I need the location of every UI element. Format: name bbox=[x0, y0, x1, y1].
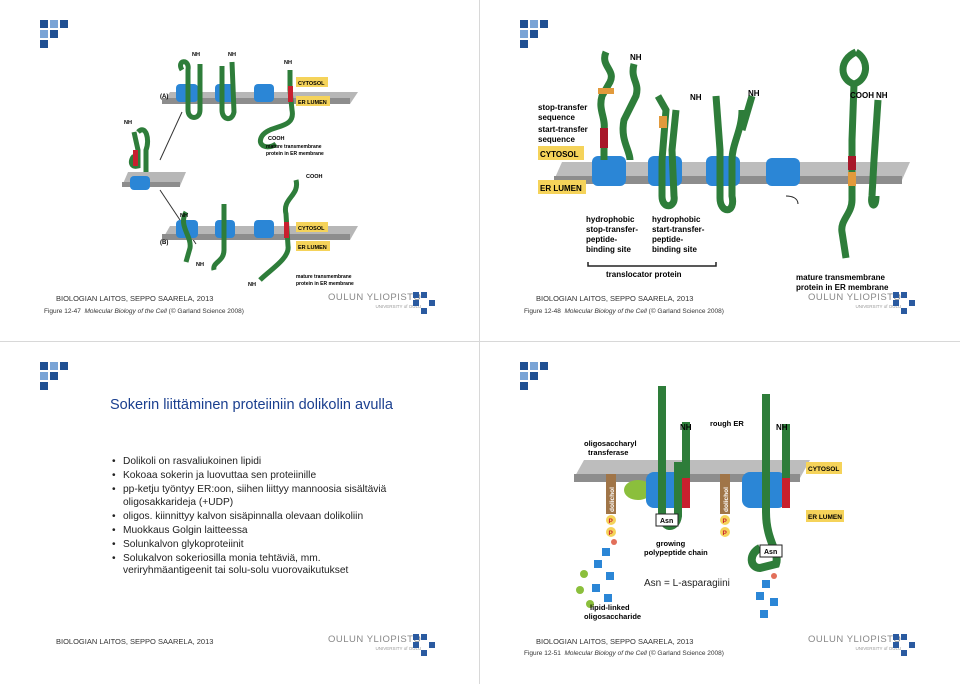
figure-caption: Figure 12-48 Molecular Biology of the Ce… bbox=[524, 308, 724, 315]
university-emblem bbox=[413, 292, 435, 314]
hydrophobic-start-2: start-transfer- bbox=[652, 225, 705, 234]
cooh-label-a: COOH bbox=[268, 136, 285, 142]
cytosol-tag: CYTOSOL bbox=[808, 466, 839, 473]
nh2-label-a1: NH bbox=[192, 52, 200, 58]
dolichol-label-1: dolichol bbox=[609, 487, 616, 512]
multipass-insertion-diagram: NH NH NH NH COOH stop-transfer sequence … bbox=[538, 48, 910, 292]
bullet-list: Dolikoli on rasvaliukoinen lipidi Kokoaa… bbox=[112, 456, 412, 579]
stop-transfer-label-2: sequence bbox=[538, 113, 575, 122]
nh2-label-b3: NH bbox=[248, 282, 256, 288]
cooh-label-b: COOH bbox=[306, 174, 323, 180]
corner-logo bbox=[40, 362, 80, 402]
figure-caption: Figure 12-47 Molecular Biology of the Ce… bbox=[44, 308, 244, 315]
nh2-label-1: NH bbox=[630, 53, 642, 62]
nh2-label-a2: NH bbox=[228, 52, 236, 58]
footer-credit: BIOLOGIAN LAITOS, SEPPO SAARELA, 2013 bbox=[56, 637, 214, 646]
bullet-item: pp-ketju työntyy ER:oon, siihen liittyy … bbox=[112, 484, 412, 509]
footer-credit: BIOLOGIAN LAITOS, SEPPO SAARELA, 2013 bbox=[536, 637, 694, 646]
mature-label-b1: mature transmembrane bbox=[296, 274, 352, 280]
cytosol-tag-a: CYTOSOL bbox=[298, 81, 325, 87]
cytosol-tag: CYTOSOL bbox=[540, 150, 579, 159]
bullet-item: Solukalvon sokeriosilla monia tehtäviä, … bbox=[112, 553, 412, 578]
university-logo: OULUN YLIOPISTO UNIVERSITY of OULU bbox=[328, 634, 422, 651]
university-logo: OULUN YLIOPISTO UNIVERSITY of OULU bbox=[328, 292, 422, 309]
mature-label-b2: protein in ER membrane bbox=[296, 281, 354, 287]
er-lumen-tag: ER LUMEN bbox=[540, 184, 582, 193]
dolichol-label-2: dolichol bbox=[723, 487, 730, 512]
rough-er-label: rough ER bbox=[710, 419, 744, 428]
nh2-label-2: NH bbox=[690, 93, 702, 102]
asn-note: Asn = L-asparagiini bbox=[644, 578, 730, 589]
hydrophobic-stop-4: binding site bbox=[586, 245, 631, 254]
p-label-3: P bbox=[723, 518, 728, 525]
mature-label-a1: mature transmembrane bbox=[266, 144, 322, 150]
university-logo: OULUN YLIOPISTO UNIVERSITY of OULU bbox=[808, 634, 902, 651]
oligosaccharyl-label-1: oligosaccharyl bbox=[584, 439, 637, 448]
p-label-2: P bbox=[609, 530, 614, 537]
bullet-item: Solunkalvon glykoproteiinit bbox=[112, 539, 412, 552]
hydrophobic-start-4: binding site bbox=[652, 245, 697, 254]
growing-label-1: growing bbox=[656, 539, 686, 548]
university-emblem bbox=[413, 634, 435, 656]
panel-a-label: (A) bbox=[160, 94, 168, 100]
nh2-label-a3: NH bbox=[284, 60, 292, 66]
bullet-item: Dolikoli on rasvaliukoinen lipidi bbox=[112, 456, 412, 469]
slide-figure-12-47: (A) (B) NH NH NH NH NH NH NH COOH COOH C… bbox=[0, 0, 479, 341]
hydrophobic-stop-3: peptide- bbox=[586, 235, 617, 244]
cytosol-tag-b: CYTOSOL bbox=[298, 226, 325, 232]
lipid-linked-label-2: oligosaccharide bbox=[584, 612, 641, 621]
slide-figure-12-51: NH NH rough ER oligosaccharyl transferas… bbox=[480, 342, 959, 683]
er-lumen-tag-b: ER LUMEN bbox=[298, 245, 327, 251]
nh2-label-1: NH bbox=[680, 423, 692, 432]
hydrophobic-start-1: hydrophobic bbox=[652, 215, 701, 224]
translocator-label: translocator protein bbox=[606, 270, 682, 279]
nh2-label-b2: NH bbox=[196, 262, 204, 268]
asn-label-2: Asn bbox=[764, 549, 777, 556]
er-lumen-tag: ER LUMEN bbox=[808, 514, 842, 521]
slide-text: Sokerin liittäminen proteiiniin dolikoli… bbox=[0, 342, 479, 683]
nh2-label-b1: NH bbox=[180, 213, 188, 219]
horizontal-divider bbox=[0, 341, 960, 342]
hydrophobic-start-3: peptide- bbox=[652, 235, 683, 244]
nh2-label-2: NH bbox=[776, 423, 788, 432]
university-logo: OULUN YLIOPISTO UNIVERSITY of OULU bbox=[808, 292, 902, 309]
lipid-linked-label-1: lipid-linked bbox=[590, 603, 630, 612]
asn-label-1: Asn bbox=[660, 518, 673, 525]
start-transfer-label-2: sequence bbox=[538, 135, 575, 144]
nh2-label-left: NH bbox=[124, 120, 132, 126]
er-lumen-tag-a: ER LUMEN bbox=[298, 100, 327, 106]
bullet-item: oligos. kiinnittyy kalvon sisäpinnalla o… bbox=[112, 511, 412, 524]
stop-transfer-label-1: stop-transfer bbox=[538, 103, 587, 112]
oligosaccharyl-label-2: transferase bbox=[588, 448, 628, 457]
start-transfer-label-1: start-transfer bbox=[538, 125, 588, 134]
membrane-insertion-diagram: (A) (B) NH NH NH NH NH NH NH COOH COOH C… bbox=[122, 52, 358, 288]
university-emblem bbox=[893, 292, 915, 314]
p-label-4: P bbox=[723, 530, 728, 537]
hydrophobic-stop-1: hydrophobic bbox=[586, 215, 635, 224]
footer-credit: BIOLOGIAN LAITOS, SEPPO SAARELA, 2013 bbox=[56, 294, 214, 303]
panel-b-label: (B) bbox=[160, 240, 168, 246]
figure-caption: Figure 12-51 Molecular Biology of the Ce… bbox=[524, 650, 724, 657]
corner-logo bbox=[520, 362, 560, 402]
mature-label-2: protein in ER membrane bbox=[796, 283, 889, 292]
growing-label-2: polypeptide chain bbox=[644, 548, 708, 557]
corner-logo bbox=[520, 20, 560, 60]
slide-figure-12-48: NH NH NH NH COOH stop-transfer sequence … bbox=[480, 0, 959, 341]
bullet-item: Muokkaus Golgin laitteessa bbox=[112, 525, 412, 538]
footer-credit: BIOLOGIAN LAITOS, SEPPO SAARELA, 2013 bbox=[536, 294, 694, 303]
mature-label-1: mature transmembrane bbox=[796, 273, 885, 282]
nh2-label-4: NH bbox=[876, 91, 888, 100]
nh2-label-3: NH bbox=[748, 89, 760, 98]
glycosylation-diagram: NH NH rough ER oligosaccharyl transferas… bbox=[574, 386, 844, 621]
slide-title: Sokerin liittäminen proteiiniin dolikoli… bbox=[110, 397, 393, 413]
cooh-label: COOH bbox=[850, 91, 874, 100]
bullet-item: Kokoaa sokerin ja luovuttaa sen proteiin… bbox=[112, 470, 412, 483]
p-label-1: P bbox=[609, 518, 614, 525]
hydrophobic-stop-2: stop-transfer- bbox=[586, 225, 638, 234]
university-emblem bbox=[893, 634, 915, 656]
vertical-divider bbox=[479, 0, 480, 684]
mature-label-a2: protein in ER membrane bbox=[266, 151, 324, 157]
corner-logo bbox=[40, 20, 80, 60]
